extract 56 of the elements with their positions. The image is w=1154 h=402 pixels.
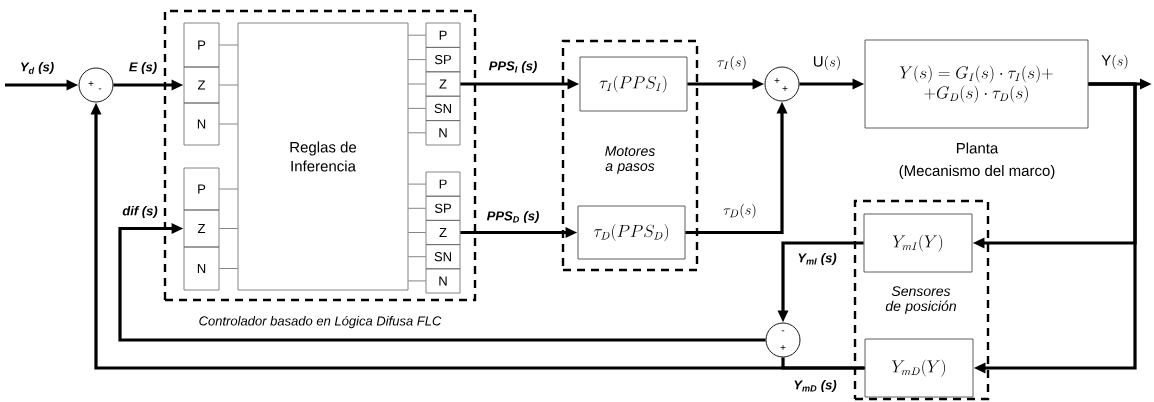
- membership-cell: SN: [425, 244, 461, 270]
- connector-line: [408, 232, 426, 233]
- connector-line: [219, 188, 238, 190]
- membership-cell: SN: [425, 95, 461, 121]
- connector-line: [219, 44, 238, 46]
- edge-label: Y$_{d}$ (s): [18, 60, 56, 76]
- edge-label: $\tau_I(s)$: [716, 54, 748, 72]
- membership-cell: N: [183, 102, 220, 146]
- membership-cell: Z: [183, 209, 220, 248]
- membership-cell: N: [425, 268, 461, 294]
- block-box: $\tau_D(PPS_D)$: [577, 205, 686, 260]
- connector-line: [219, 268, 238, 269]
- connector-line: [408, 183, 426, 185]
- connector-line: [408, 83, 426, 85]
- summing-junction: + -: [78, 67, 114, 103]
- membership-cell: P: [183, 167, 220, 211]
- connector-line: [408, 207, 426, 209]
- membership-cell: Z: [425, 71, 461, 97]
- membership-cell: Z: [183, 66, 220, 104]
- edge-label: $\mathrm{Y}(s)$: [1100, 53, 1130, 71]
- connector-line: [408, 108, 426, 109]
- block-box: $Y_{mI}(Y)$: [863, 213, 973, 273]
- edge-label: PPS$_{D}$ (s): [485, 209, 541, 225]
- edge-label: dif (s): [121, 204, 159, 220]
- membership-cell: P: [425, 22, 461, 48]
- node-label: Controlador basado en Lógica Difusa FLC: [199, 315, 442, 329]
- edge-label: $\tau_D(s)$: [722, 202, 758, 220]
- membership-cell: P: [183, 22, 220, 68]
- membership-cell: SP: [425, 47, 461, 73]
- membership-cell: N: [425, 120, 461, 146]
- membership-cell: N: [183, 246, 220, 291]
- connector-line: [408, 132, 426, 134]
- caption-text: (Mecanismo del marco): [899, 165, 1055, 179]
- edge-label: PPS$_{I}$ (s): [487, 59, 539, 75]
- caption-text: Planta: [956, 142, 999, 154]
- connector-line: [219, 84, 238, 86]
- connector-line: [219, 228, 238, 229]
- membership-cell: Z: [425, 220, 461, 245]
- edge-label: $\mathrm{U}(s)$: [811, 54, 843, 72]
- edge-label: Y$_{mI}$ (s): [796, 251, 838, 267]
- connector-line: [408, 280, 426, 282]
- rules-box: Reglas de Inferencia: [237, 22, 409, 291]
- block-box: $\tau_I(PPS_I)$: [579, 56, 688, 112]
- edge-label: E (s): [127, 60, 159, 76]
- summing-junction: + +: [764, 66, 800, 102]
- connector-line: [408, 59, 426, 60]
- connector-line: [219, 123, 238, 125]
- connector-line: [408, 34, 426, 36]
- summing-junction: - +: [765, 322, 801, 358]
- plant-box: $Y(s) = G_I(s)\cdot\tau_I(s) +$ $+G_D(s)\cdot\tau_D(s)$: [864, 39, 1089, 129]
- membership-cell: SP: [425, 195, 461, 221]
- connector-line: [408, 256, 426, 258]
- edge-label: Y$_{mD}$ (s): [792, 378, 838, 394]
- membership-cell: P: [425, 171, 461, 197]
- block-box: $Y_{mD}(Y)$: [864, 338, 974, 398]
- arrow: [118, 223, 766, 342]
